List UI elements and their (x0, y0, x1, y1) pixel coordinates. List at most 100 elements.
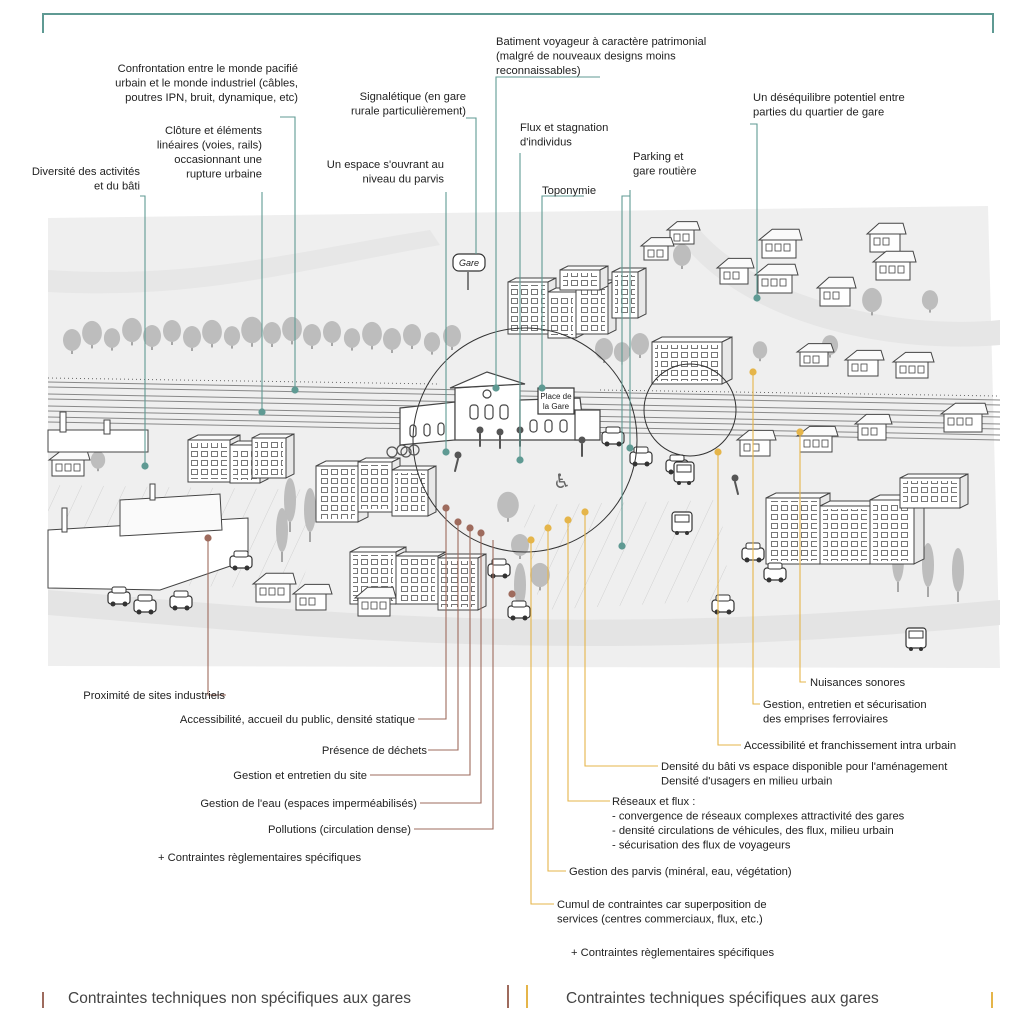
top-annotation-label: Confrontation entre le monde pacifié (118, 63, 298, 75)
tree-icon (82, 320, 102, 349)
top-annotation-label: Diversité des activités (32, 166, 141, 178)
road (48, 230, 440, 294)
non-specific-note: + Contraintes règlementaires spécifiques (158, 852, 361, 864)
specific-constraint-label: Gestion, entretien et sécurisation (763, 699, 927, 711)
parking-area (520, 500, 730, 610)
non-specific-constraint-label: Pollutions (circulation dense) (268, 824, 411, 836)
tree-icon (223, 326, 241, 349)
house (865, 222, 907, 253)
tree-icon (862, 287, 882, 316)
top-annotation-label: reconnaissables) (496, 65, 581, 77)
house (291, 583, 333, 611)
tree-icon (362, 321, 382, 350)
tree-icon (163, 320, 181, 345)
house (735, 429, 777, 457)
specific-constraint-label: Cumul de contraintes car superposition d… (557, 899, 767, 911)
non-specific-constraint-label: Gestion et entretien du site (233, 770, 367, 782)
poplar-tree-icon (276, 508, 288, 562)
apartment-block (559, 265, 609, 291)
specific-constraint-label: Gestion des parvis (minéral, eau, végéta… (569, 866, 792, 878)
top-annotation-label: Batiment voyageur à caractère patrimonia… (496, 36, 706, 48)
house (815, 276, 857, 307)
station-building (399, 371, 601, 446)
top-annotation-label: parties du quartier de gare (753, 107, 884, 119)
vehicles (107, 426, 927, 651)
tree-icon (443, 325, 461, 350)
tree-icon (282, 316, 302, 345)
car-icon (133, 594, 157, 615)
road (48, 590, 1000, 647)
footer-left-label: Contraintes techniques non spécifiques a… (68, 990, 411, 1007)
place-sign-line1: Place de (540, 392, 572, 401)
fence (47, 377, 441, 385)
wheelchair-icon: ♿ (553, 471, 571, 493)
station-zone-circle (643, 363, 737, 457)
non-specific-constraint-label: Proximité de sites industriels (83, 690, 225, 702)
house (757, 228, 803, 259)
tree-icon (921, 290, 939, 313)
car-icon (507, 600, 531, 621)
top-bracket (42, 13, 994, 33)
house (353, 586, 397, 617)
tree-icon (497, 491, 519, 522)
non-specific-constraint-label: Accessibilité, accueil du public, densit… (180, 714, 415, 726)
tree-icon (323, 321, 341, 346)
house (853, 413, 893, 441)
house (665, 221, 701, 245)
top-annotation-label: linéaires (voies, rails) (157, 140, 262, 152)
place-sign-line2: la Gare (543, 402, 570, 411)
road (680, 230, 1000, 347)
tree-icon (183, 326, 201, 351)
specific-constraint-label: des emprises ferroviaires (763, 714, 888, 726)
top-annotation-label: occasionnant une (174, 154, 262, 166)
house (715, 257, 755, 285)
leader-lines (140, 76, 806, 905)
house (251, 572, 297, 603)
tree-icon (673, 244, 691, 269)
tree-icon (303, 324, 321, 349)
non-specific-constraint-label: Présence de déchets (322, 745, 428, 757)
tree-icon (631, 333, 649, 358)
gare-sign-text: Gare (459, 258, 479, 268)
pedestrians (454, 426, 739, 495)
specific-constraint-label: Accessibilité et franchissement intra ur… (744, 740, 956, 752)
specific-constraint-label: - densité circulations de véhicules, des… (612, 825, 894, 837)
tree-icon (103, 328, 121, 351)
apartment-block (611, 267, 647, 319)
bicycle-icon (386, 444, 420, 458)
top-annotation-label: poutres IPN, bruit, dynamique, etc) (125, 92, 298, 104)
specific-note: + Contraintes règlementaires spécifiques (571, 947, 774, 959)
house (939, 402, 989, 433)
non-specific-constraint-label: Gestion de l'eau (espaces imperméabilisé… (200, 798, 417, 810)
apartment-block (651, 336, 733, 385)
house (639, 237, 675, 261)
tree-icon (143, 325, 161, 350)
bus-icon (673, 461, 695, 485)
top-annotation-label: Flux et stagnation (520, 122, 608, 134)
car-icon (229, 550, 253, 571)
poplar-tree-icon (922, 543, 934, 597)
specific-constraint-label: - sécurisation des flux de voyageurs (612, 840, 791, 852)
top-annotation-label: Un espace s'ouvrant au (327, 159, 444, 171)
house (795, 343, 835, 367)
top-annotation-label: gare routière (633, 166, 696, 178)
car-icon (169, 590, 193, 611)
house (843, 349, 885, 377)
top-annotation-label: et du bâti (94, 181, 140, 193)
apartment-block (251, 433, 295, 479)
specific-constraint-label: Densité d'usagers en milieu urbain (661, 776, 832, 788)
top-annotation-label: Signalétique (en gare (360, 91, 466, 103)
top-annotation-label: Un déséquilibre potentiel entre (753, 92, 905, 104)
top-annotation-label: rupture urbaine (186, 169, 262, 181)
bus-icon (905, 627, 927, 651)
footer-legend: Contraintes techniques non spécifiques a… (42, 985, 993, 1008)
specific-constraint-label: Densité du bâti vs espace disponible pou… (661, 761, 948, 773)
apartment-block (899, 473, 969, 509)
top-annotation-label: Parking et (633, 151, 684, 163)
annotation-labels: Diversité des activités et du bâti Confron… (32, 36, 956, 959)
tree-icon (202, 319, 222, 348)
tree-icon (63, 329, 81, 354)
trees (63, 244, 964, 617)
specific-constraint-label: - convergence de réseaux complexes attra… (612, 811, 905, 823)
